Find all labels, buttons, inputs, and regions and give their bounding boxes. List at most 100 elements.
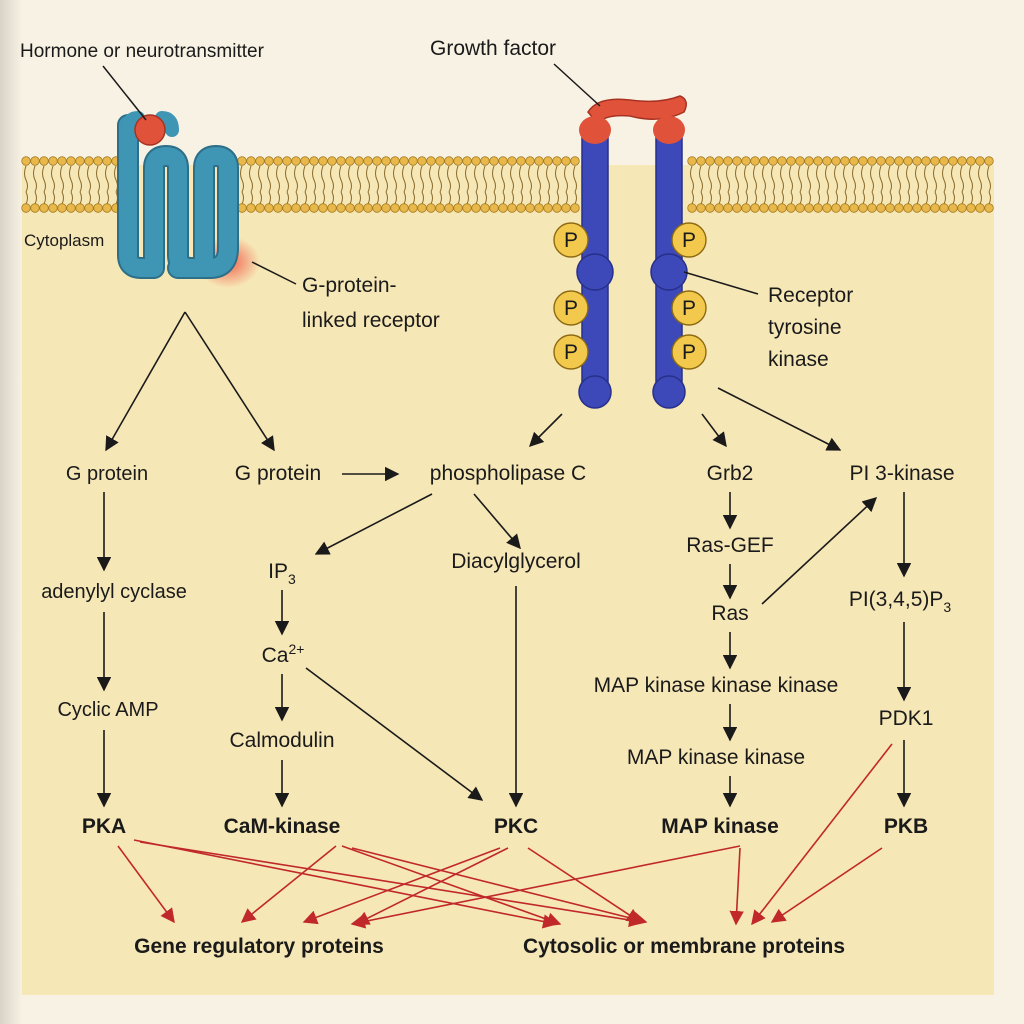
lipid-tail bbox=[817, 191, 820, 205]
lipid-tail bbox=[519, 165, 523, 193]
lipid-tail bbox=[502, 191, 505, 205]
pip3-subscript: 3 bbox=[943, 599, 951, 615]
pdk1: PDK1 bbox=[879, 707, 934, 730]
phosphate-label: P bbox=[564, 341, 578, 364]
lipid-tail bbox=[762, 165, 766, 193]
lipid-head bbox=[858, 203, 868, 213]
lipid-head bbox=[984, 203, 994, 213]
lipid-tail bbox=[403, 191, 406, 205]
lipid-head bbox=[705, 156, 715, 166]
lipid-tail bbox=[393, 165, 397, 193]
lipid-head bbox=[444, 203, 454, 213]
lipid-head bbox=[777, 156, 787, 166]
lipid-tail bbox=[898, 191, 901, 205]
calcium: Ca2+ bbox=[262, 641, 305, 667]
activation-arrow bbox=[761, 497, 878, 605]
lipid-tail bbox=[556, 191, 559, 205]
lipid-head bbox=[84, 156, 94, 166]
lipid-head bbox=[561, 203, 571, 213]
map-kinase-kinase-kinase: MAP kinase kinase kinase bbox=[594, 674, 839, 697]
lipid-tail bbox=[943, 191, 946, 205]
lipid-head bbox=[705, 203, 715, 213]
phosphate-label: P bbox=[564, 297, 578, 320]
lipid-tail bbox=[61, 191, 64, 205]
lipid-tail bbox=[852, 165, 856, 193]
activation-arrows bbox=[96, 311, 912, 808]
lipid-tail bbox=[915, 165, 919, 193]
lipid-head bbox=[525, 156, 535, 166]
lipid-head bbox=[714, 203, 724, 213]
lipid-tail bbox=[555, 165, 559, 193]
lipid-tail bbox=[483, 165, 487, 193]
lipid-tail bbox=[42, 165, 46, 193]
lipid-tail bbox=[357, 165, 361, 193]
rtk-left-kinase-domain bbox=[576, 253, 614, 291]
lipid-tail bbox=[925, 191, 928, 205]
lipid-head bbox=[795, 156, 805, 166]
lipid-head bbox=[462, 156, 472, 166]
lipid-head bbox=[426, 156, 436, 166]
book-spine-shadow bbox=[0, 0, 22, 1024]
lipid-tail bbox=[465, 165, 469, 193]
lipid-head bbox=[489, 203, 499, 213]
target-arrows bbox=[117, 743, 893, 929]
lipid-head bbox=[399, 203, 409, 213]
cam-kinase: CaM-kinase bbox=[224, 815, 341, 838]
lipid-head bbox=[489, 156, 499, 166]
lipid-head bbox=[903, 203, 913, 213]
phosphate-circle bbox=[671, 334, 707, 370]
lipid-tail bbox=[348, 165, 352, 193]
lipid-tail bbox=[861, 165, 865, 193]
lipid-tail bbox=[330, 165, 334, 193]
lipid-tail bbox=[25, 191, 28, 205]
plasma-membrane bbox=[21, 156, 994, 213]
lipid-head bbox=[867, 156, 877, 166]
rtk-label-line1: Receptor bbox=[768, 284, 853, 307]
lipid-tail bbox=[493, 191, 496, 205]
lipid-head bbox=[390, 156, 400, 166]
lipid-tail bbox=[43, 191, 46, 205]
lipid-head bbox=[318, 203, 328, 213]
lipid-head bbox=[372, 156, 382, 166]
lipid-tail bbox=[934, 191, 937, 205]
gene-regulatory-proteins: Gene regulatory proteins bbox=[134, 935, 384, 958]
lipid-tail bbox=[259, 191, 262, 205]
lipid-head bbox=[786, 203, 796, 213]
lipid-head bbox=[930, 156, 940, 166]
lipid-tail bbox=[843, 165, 847, 193]
lipid-head bbox=[984, 156, 994, 166]
map-kinase: MAP kinase bbox=[661, 815, 779, 838]
target-arrow bbox=[133, 839, 558, 929]
lipid-tail bbox=[412, 191, 415, 205]
lipid-tail bbox=[933, 165, 937, 193]
lipid-head bbox=[723, 156, 733, 166]
lipid-tail bbox=[438, 165, 442, 193]
lipid-head bbox=[444, 156, 454, 166]
lipid-head bbox=[939, 156, 949, 166]
lipid-head bbox=[903, 156, 913, 166]
lipid-tail bbox=[466, 191, 469, 205]
lipid-tail bbox=[88, 191, 91, 205]
lipid-tail bbox=[781, 191, 784, 205]
lipid-tail bbox=[285, 165, 289, 193]
lipid-tail bbox=[394, 191, 397, 205]
phosphate-circle bbox=[671, 222, 707, 258]
lipid-tail bbox=[331, 191, 334, 205]
lipid-head bbox=[516, 156, 526, 166]
target-arrow bbox=[751, 743, 893, 926]
lipid-head bbox=[30, 203, 40, 213]
lipid-head bbox=[354, 203, 364, 213]
lipid-head bbox=[858, 156, 868, 166]
lipid-tail bbox=[889, 191, 892, 205]
lipid-tail bbox=[961, 191, 964, 205]
lipid-tail bbox=[295, 191, 298, 205]
lipid-head bbox=[336, 203, 346, 213]
target-arrow bbox=[350, 845, 741, 929]
phosphate-group: P bbox=[553, 334, 589, 370]
pip3-base: PI(3,4,5)P bbox=[849, 588, 944, 611]
lipid-head bbox=[966, 203, 976, 213]
hormone-label: Hormone or neurotransmitter bbox=[20, 41, 265, 62]
lipid-tail bbox=[70, 191, 73, 205]
lipid-tail bbox=[565, 191, 568, 205]
lipid-tail bbox=[763, 191, 766, 205]
